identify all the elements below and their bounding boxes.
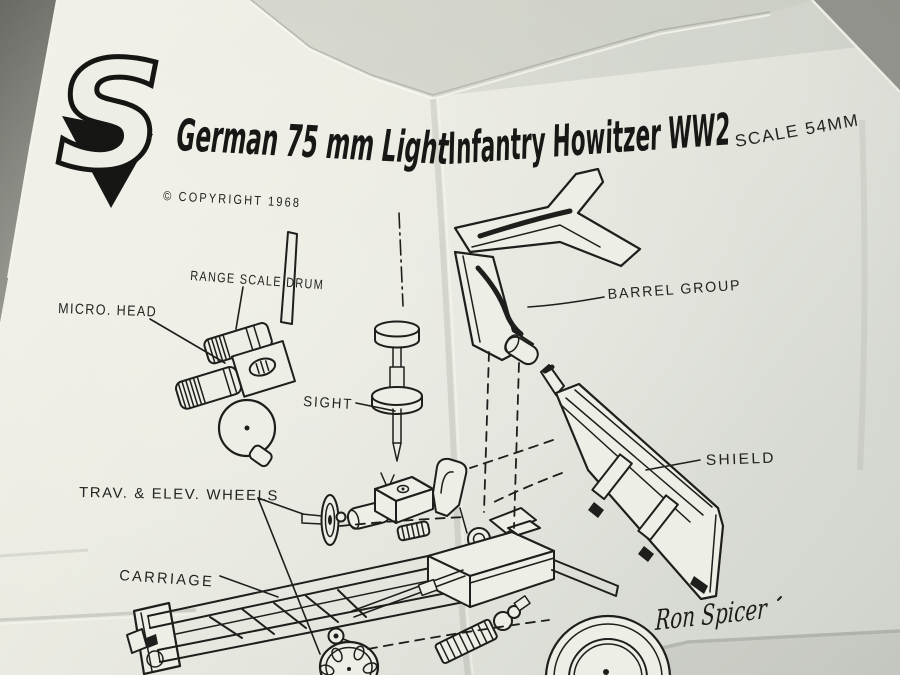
hub-wheel-drawing xyxy=(318,640,380,675)
label-shield: SHIELD xyxy=(706,450,777,469)
signature-flourish xyxy=(777,596,782,601)
road-wheel-drawing xyxy=(544,614,672,675)
leader-lines xyxy=(149,286,701,655)
logo-triangle xyxy=(62,116,153,208)
handwheel-drawing xyxy=(301,494,340,546)
barrel-group-drawing xyxy=(453,167,642,366)
shield-drawing xyxy=(540,364,725,601)
label-micro-head: MICRO. HEAD xyxy=(58,301,157,320)
brand-logo: S xyxy=(54,28,167,208)
carriage-drawing xyxy=(126,520,619,675)
logo-letter: S xyxy=(56,30,164,204)
label-trav-elev-wheels: TRAV. & ELEV. WHEELS xyxy=(79,485,279,504)
sight-head-drawing xyxy=(175,231,298,468)
label-carriage: CARRIAGE xyxy=(119,567,215,591)
copyright-line: © COPYRIGHT 1968 xyxy=(163,188,302,210)
label-sight: SIGHT xyxy=(303,394,354,413)
assembly-dashed-lines xyxy=(339,351,563,650)
sight-drawing xyxy=(371,212,423,510)
